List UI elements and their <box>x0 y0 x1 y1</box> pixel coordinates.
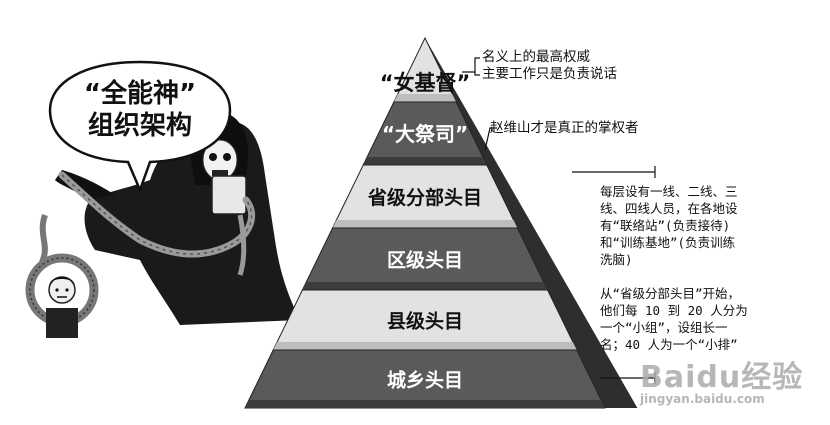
annotation-group-info-line: 从“省级分部头目”开始， <box>600 286 741 301</box>
annotation-group-info-line: 他们每 10 到 20 人分为 <box>600 303 748 318</box>
annotation-lines-info-line: 线、四线人员，在各地设 <box>600 201 738 216</box>
person-face-icon <box>48 276 76 304</box>
annotation-top: 名义上的最高权威 主要工作只是负责说话 <box>482 49 617 83</box>
pyramid-side-face <box>547 290 605 350</box>
annotation-lines-info-line: 每层设有一线、二线、三 <box>600 184 738 199</box>
pyramid-tier-bevel <box>363 157 487 165</box>
pyramid-tier-label: 区级头目 <box>387 249 463 272</box>
annotation-group-info: 从“省级分部头目”开始， 他们每 10 到 20 人分为 一个“小组”，设组长一… <box>600 285 748 353</box>
reaper-illustration <box>25 111 300 338</box>
connector-second <box>484 127 497 151</box>
watermark: Baidu经验 jingyan.baidu.com <box>640 352 803 406</box>
pyramid-side-face <box>517 228 570 290</box>
pyramid-tier-label: “大祭司” <box>382 122 468 146</box>
annotation-group-info-line: 一个“小组”，设组长一 <box>600 320 728 335</box>
annotation-lines-info-line: 有“联络站”(负责接待) <box>600 218 731 233</box>
pyramid-tier-bevel <box>245 400 605 408</box>
pyramid-tier-bevel <box>393 94 457 102</box>
mug-icon <box>211 175 247 215</box>
connector-top <box>462 57 480 73</box>
watermark-brand: Baidu经验 <box>640 360 804 395</box>
annotation-lines-info-line: 和“训练基地”(负责训练 <box>600 235 736 250</box>
annotation-second: 赵维山才是真正的掌权者 <box>490 120 639 137</box>
pyramid-tier-label: 县级头目 <box>387 310 463 333</box>
pyramid-side-face <box>486 165 535 228</box>
annotation-group-info-line: 名；40 人为一个“小排” <box>600 337 738 352</box>
pyramid-side-face <box>576 350 638 408</box>
annotation-second-line: 赵维山才是真正的掌权者 <box>490 120 639 136</box>
speech-bubble-text: “全能神” 组织架构 <box>60 78 220 142</box>
pyramid-tier-label: 省级分部头目 <box>367 186 482 209</box>
annotation-top-line: 名义上的最高权威 <box>482 49 590 65</box>
annotation-lines-info-line: 洗脑) <box>600 252 633 267</box>
bubble-line-2: 组织架构 <box>87 111 192 141</box>
pyramid-side-face <box>425 38 462 102</box>
speech-bubble <box>48 60 232 194</box>
watermark-sub: jingyan.baidu.com <box>640 392 765 406</box>
annotation-lines-info: 每层设有一线、二线、三 线、四线人员，在各地设 有“联络站”(负责接待) 和“训… <box>600 183 738 268</box>
pyramid-side-face <box>456 102 498 165</box>
pyramid-tier-bevel <box>302 282 548 290</box>
connector-bracket-2 <box>600 372 656 384</box>
connector-bracket-1 <box>572 166 656 178</box>
pyramid-tier-bevel <box>273 342 577 350</box>
bubble-line-1: “全能神” <box>83 79 197 109</box>
pyramid-tier-bevel <box>332 220 518 228</box>
annotation-top-line: 主要工作只是负责说话 <box>482 66 617 82</box>
connector-lines <box>462 57 656 384</box>
pyramid-tier-label: “女基督” <box>380 71 471 95</box>
pyramid-tier-label: 城乡头目 <box>387 369 463 392</box>
